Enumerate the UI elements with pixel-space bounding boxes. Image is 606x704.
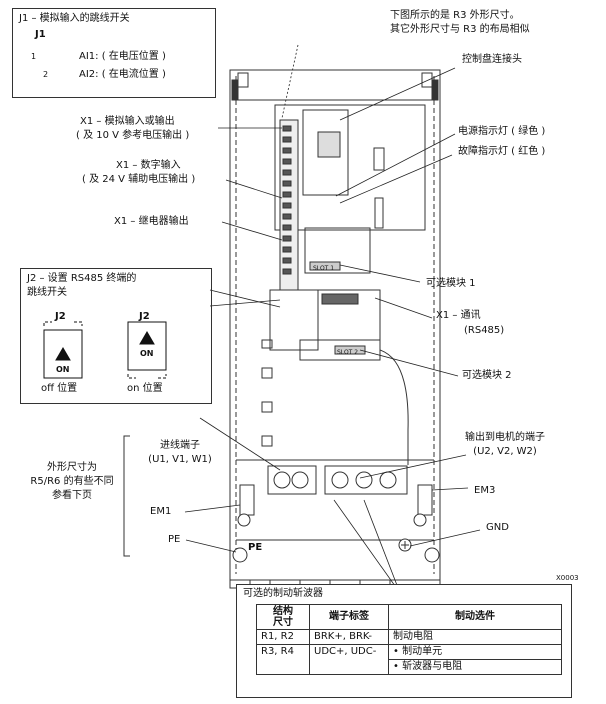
j2-jumper-icons bbox=[43, 321, 167, 379]
j2-on-left: ON bbox=[56, 365, 70, 374]
power-led-callout: 电源指示灯 ( 绿色 ) bbox=[458, 126, 546, 137]
j1-ai1-label: AI1: ( 在电压位置 ) bbox=[79, 51, 166, 62]
brake-table: 结构 尺寸 端子标签 制动选件 R1, R2 BRK+, BRK- 制动电阻 R… bbox=[256, 604, 562, 675]
j2-left-label: J2 bbox=[55, 311, 66, 322]
x1-digital-callout-2: ( 及 24 V 辅助电压输出 ) bbox=[82, 174, 196, 185]
drawing-code: X0003 bbox=[556, 574, 579, 582]
j2-jumper-box: J2 – 设置 RS485 终端的 跳线开关 J2 J2 ON ON off 位… bbox=[20, 268, 212, 404]
x1-relay-callout: X1 – 继电器输出 bbox=[114, 216, 189, 227]
small-connectors bbox=[261, 339, 273, 447]
input-terminal-callout-1: 进线端子 bbox=[160, 440, 200, 451]
control-board bbox=[274, 104, 426, 231]
leader-lines bbox=[184, 44, 481, 594]
j1-jumper-box: J1 – 模拟输入的跳线开关 J1 1 2 AI1: ( 在电压位置 ) AI2… bbox=[12, 8, 216, 98]
j2-off-caption: off 位置 bbox=[41, 383, 78, 394]
output-terminal-callout-2: (U2, V2, W2) bbox=[473, 446, 537, 457]
j2-title-2: 跳线开关 bbox=[27, 287, 67, 298]
brake-col-option: 制动选件 bbox=[388, 604, 562, 630]
table-row: • 斩波器与电阻 bbox=[256, 659, 562, 675]
brake-cell-terminal bbox=[309, 659, 389, 675]
top-note-line2: 其它外形尺寸与 R3 的布局相似 bbox=[390, 24, 530, 35]
brake-col-size: 结构 尺寸 bbox=[256, 604, 310, 630]
slot-2-label: SLOT 2 bbox=[337, 349, 359, 356]
brake-cell-terminal: BRK+, BRK- bbox=[309, 629, 389, 645]
brake-col-size-line1: 结构 bbox=[273, 606, 293, 617]
brake-col-size-line2: 尺寸 bbox=[273, 617, 293, 628]
top-note-line1: 下图所示的是 R3 外形尺寸。 bbox=[390, 10, 520, 21]
brake-cell-option: • 斩波器与电阻 bbox=[388, 659, 562, 675]
brake-title: 可选的制动斩波器 bbox=[243, 588, 323, 599]
j1-pin-2: 2 bbox=[43, 70, 49, 79]
option-slot-1 bbox=[304, 227, 371, 274]
r5r6-note-1: 外形尺寸为 bbox=[47, 462, 97, 473]
r5r6-bracket bbox=[123, 435, 130, 557]
x1-analog-callout-1: X1 – 模拟输入或输出 bbox=[80, 116, 175, 127]
j1-header: J1 bbox=[35, 29, 46, 40]
option-slot-1-callout: 可选模块 1 bbox=[426, 278, 476, 289]
power-terminals bbox=[239, 465, 433, 516]
option-slot-2-callout: 可选模块 2 bbox=[462, 370, 512, 381]
x1-terminal-strip bbox=[279, 119, 299, 291]
table-row: R3, R4 UDC+, UDC- • 制动单元 bbox=[256, 644, 562, 660]
brake-cell-size: R3, R4 bbox=[256, 644, 310, 660]
j1-ai2-label: AI2: ( 在电流位置 ) bbox=[79, 69, 166, 80]
r5r6-note-3: 参看下页 bbox=[52, 490, 92, 501]
table-row: R1, R2 BRK+, BRK- 制动电阻 bbox=[256, 629, 562, 645]
option-slot-2 bbox=[299, 339, 409, 465]
pe-plate-label: PE bbox=[248, 542, 263, 553]
brake-col-terminal: 端子标签 bbox=[309, 604, 389, 630]
x1-comm-callout-2: (RS485) bbox=[464, 325, 505, 336]
j2-title-1: J2 – 设置 RS485 终端的 bbox=[27, 273, 137, 284]
brake-cell-terminal: UDC+, UDC- bbox=[309, 644, 389, 660]
em3-callout: EM3 bbox=[474, 485, 496, 496]
brake-cell-option: 制动电阻 bbox=[388, 629, 562, 645]
gnd-callout: GND bbox=[486, 522, 509, 533]
control-panel-callout: 控制盘连接头 bbox=[462, 54, 522, 65]
comm-module bbox=[269, 289, 381, 351]
pe-callout: PE bbox=[168, 534, 181, 545]
mounting-screws bbox=[232, 513, 440, 563]
output-terminal-callout-1: 输出到电机的端子 bbox=[465, 432, 545, 443]
r5r6-note-2: R5/R6 的有些不同 bbox=[30, 476, 114, 487]
slot-1-label: SLOT 1 bbox=[313, 265, 335, 272]
j2-on-caption: on 位置 bbox=[127, 383, 163, 394]
brake-cell-size: R1, R2 bbox=[256, 629, 310, 645]
j2-right-label: J2 bbox=[139, 311, 150, 322]
brake-cell-size bbox=[256, 659, 310, 675]
brake-cell-option: • 制动单元 bbox=[388, 644, 562, 660]
em1-callout: EM1 bbox=[150, 506, 172, 517]
j1-title: J1 – 模拟输入的跳线开关 bbox=[19, 13, 130, 24]
brake-table-header: 结构 尺寸 端子标签 制动选件 bbox=[256, 604, 562, 630]
input-terminal-callout-2: (U1, V1, W1) bbox=[148, 454, 212, 465]
x1-analog-callout-2: ( 及 10 V 参考电压输出 ) bbox=[76, 130, 190, 141]
j1-pin-1: 1 bbox=[31, 52, 37, 61]
j2-on-right: ON bbox=[140, 349, 154, 358]
x1-comm-callout-1: X1 – 通讯 bbox=[436, 310, 481, 321]
fault-led-callout: 故障指示灯 ( 红色 ) bbox=[458, 146, 546, 157]
x1-digital-callout-1: X1 – 数字输入 bbox=[116, 160, 181, 171]
